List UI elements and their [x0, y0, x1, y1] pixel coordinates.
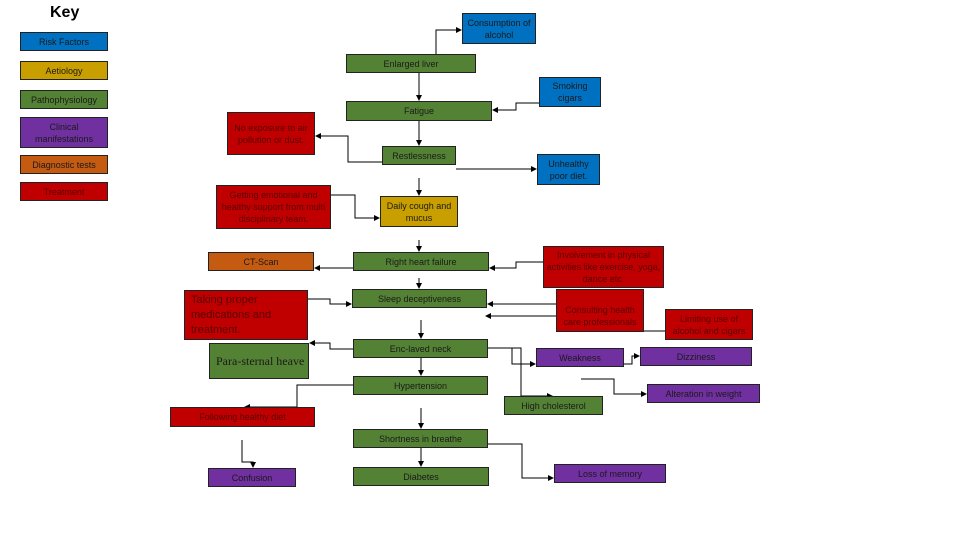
node-fatigue: Fatigue [346, 101, 492, 121]
node-diabetes: Diabetes [353, 467, 489, 486]
node-sleep: Sleep deceptiveness [352, 289, 487, 308]
node-poor-diet: Unhealthy poor diet. [537, 154, 600, 185]
node-cholesterol: High cholesterol [504, 396, 603, 415]
node-consulting: Consulting health care professionals [556, 289, 644, 332]
node-parasternal: Para-sternal heave [209, 343, 309, 379]
node-right-heart-failure: Right heart failure [353, 252, 489, 271]
node-memory: Loss of memory [554, 464, 666, 483]
node-enlarged-liver: Enlarged liver [346, 54, 476, 73]
key-treatment: Treatment [20, 182, 108, 201]
key-risk-factors: Risk Factors [20, 32, 108, 51]
node-confusion: Confusion [208, 468, 296, 487]
node-weakness: Weakness [536, 348, 624, 367]
key-aetiology: Aetiology [20, 61, 108, 80]
node-restlessness: Restlessness [382, 146, 456, 165]
node-limiting: Limiting use of alcohol and cigars [665, 309, 753, 340]
node-neck: Enc-laved neck [353, 339, 488, 358]
node-ct-scan: CT-Scan [208, 252, 314, 271]
node-hypertension: Hypertension [353, 376, 488, 395]
node-dizziness: Dizziness [640, 347, 752, 366]
node-no-exposure: No exposure to air pollution or dust. [227, 112, 315, 155]
node-healthy-diet: Following healthy diet [170, 407, 315, 427]
node-breathe: Shortness in breathe [353, 429, 488, 448]
node-support: Getting emotional and healthy support fr… [216, 185, 331, 229]
node-alcohol: Consumption of alcohol [462, 13, 536, 44]
node-physical-activity: Involvement in physical activities like … [543, 246, 664, 288]
node-weight: Alteration in weight [647, 384, 760, 403]
key-pathophysiology: Pathophysiology [20, 90, 108, 109]
node-smoking: Smoking cigars [539, 77, 601, 107]
key-title: Key [50, 4, 80, 21]
key-clinical: Clinical manifestations [20, 117, 108, 148]
node-cough: Daily cough and mucus [380, 196, 458, 227]
node-medications: Taking proper medications and treatment. [184, 290, 308, 340]
key-diagnostic: Diagnostic tests [20, 155, 108, 174]
